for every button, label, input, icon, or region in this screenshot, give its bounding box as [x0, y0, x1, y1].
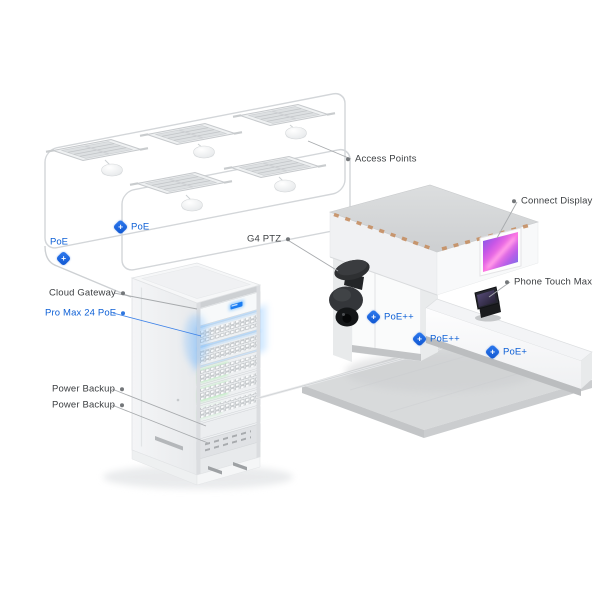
access-point — [222, 155, 328, 193]
phone-touch-max-device — [474, 286, 501, 322]
access-point — [138, 122, 244, 159]
leader-phone-touch-max — [488, 281, 511, 298]
desk-counter — [425, 298, 593, 396]
rack-switch-device — [196, 388, 261, 423]
phone-screen — [477, 290, 496, 307]
leader-g4-ptz — [285, 238, 339, 272]
equipment-rack — [103, 262, 293, 489]
rack-switch-device — [196, 350, 261, 386]
leader-lines — [111, 140, 518, 444]
connect-display-device — [479, 227, 522, 277]
leader-pro-max — [112, 312, 202, 337]
gateway-mini-display — [230, 301, 243, 310]
pro-max-switch-device — [196, 310, 261, 347]
rack-switch-device — [196, 369, 261, 405]
rack-switch-device — [196, 330, 261, 367]
leader-power-backup-2 — [111, 404, 209, 444]
copper-connector-strip — [333, 212, 434, 251]
label-poe-wall: PoE — [50, 237, 68, 247]
desk-kiosk — [329, 184, 593, 396]
camera-lens — [342, 314, 352, 323]
leader-access-points — [307, 140, 352, 160]
poe-drop-cable — [44, 245, 132, 298]
ceiling-cable-loops — [44, 92, 351, 298]
g4-ptz-camera — [329, 259, 370, 327]
access-point — [44, 138, 150, 177]
copper-connector-strip — [441, 222, 535, 251]
leader-cloud-gateway — [113, 292, 198, 310]
poe-label: PoE — [50, 236, 68, 248]
access-points-group — [44, 103, 337, 212]
access-point — [128, 171, 234, 212]
leader-power-backup-1 — [111, 388, 207, 427]
leader-connect-display — [496, 201, 518, 239]
access-point — [231, 103, 337, 140]
